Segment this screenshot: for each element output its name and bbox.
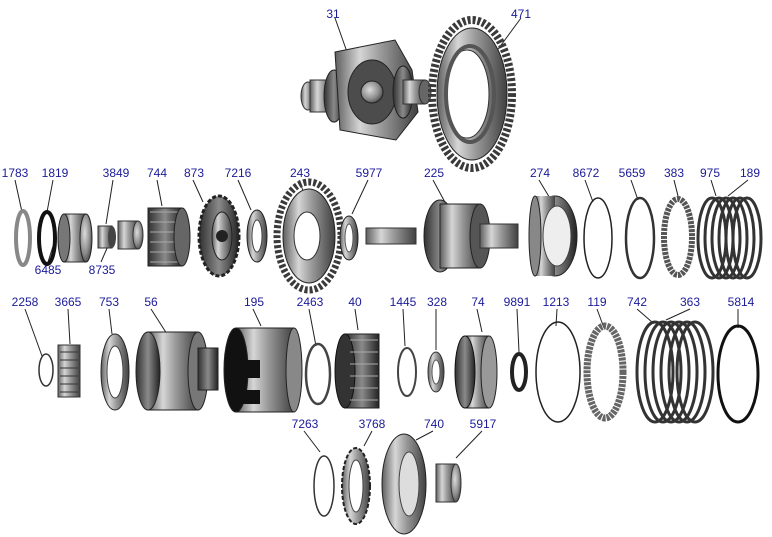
part-7216-bearing-race xyxy=(246,209,268,263)
part-225-shaft-assembly xyxy=(365,199,519,273)
label-2463: 2463 xyxy=(296,295,324,309)
part-1819-black-ring xyxy=(37,210,57,266)
part-119-friction-plate xyxy=(583,322,627,422)
part-383-friction-plate xyxy=(661,196,695,278)
label-189: 189 xyxy=(739,166,761,180)
part-1445-tab-ring xyxy=(397,347,417,397)
label-5917: 5917 xyxy=(469,417,497,431)
label-1213: 1213 xyxy=(542,295,570,309)
label-74: 74 xyxy=(471,295,485,309)
label-740: 740 xyxy=(423,417,445,431)
label-7263: 7263 xyxy=(291,417,319,431)
label-8672: 8672 xyxy=(572,166,600,180)
label-742: 742 xyxy=(626,295,648,309)
part-975-189-clutch-pack xyxy=(696,196,763,280)
part-3665-cage-bearing xyxy=(57,344,81,398)
label-9891: 9891 xyxy=(503,295,531,309)
label-975: 975 xyxy=(699,166,721,180)
part-195-slotted-drum xyxy=(223,327,303,413)
part-74-inner-drum xyxy=(454,335,498,409)
label-5977: 5977 xyxy=(355,166,383,180)
label-3849: 3849 xyxy=(102,166,130,180)
part-1213-snap-ring xyxy=(535,321,581,423)
part-9891-seal xyxy=(510,352,528,392)
part-1783-thin-ring xyxy=(14,209,32,267)
part-5814-black-ring xyxy=(716,324,760,424)
label-7216: 7216 xyxy=(224,166,252,180)
label-873: 873 xyxy=(183,166,205,180)
part-8735-small-bearing xyxy=(117,220,144,250)
label-225: 225 xyxy=(423,166,445,180)
part-753-bearing-race xyxy=(100,333,130,411)
part-31-differential xyxy=(300,39,432,141)
label-40: 40 xyxy=(348,295,362,309)
label-6485: 6485 xyxy=(34,263,62,277)
label-471: 471 xyxy=(510,7,532,21)
part-742-363-clutch-pack xyxy=(635,320,715,424)
label-274: 274 xyxy=(529,166,551,180)
part-40-clutch-hub xyxy=(334,333,380,409)
part-5977-bearing-race xyxy=(339,215,359,261)
label-3665: 3665 xyxy=(54,295,82,309)
label-363: 363 xyxy=(679,295,701,309)
label-1783: 1783 xyxy=(1,166,29,180)
label-1819: 1819 xyxy=(41,166,69,180)
part-274-drum xyxy=(528,195,578,277)
leader-lines xyxy=(14,17,749,459)
label-744: 744 xyxy=(146,166,168,180)
label-753: 753 xyxy=(98,295,120,309)
label-2258: 2258 xyxy=(11,295,39,309)
label-119: 119 xyxy=(587,295,607,309)
label-328: 328 xyxy=(426,295,448,309)
part-56-clutch-drum xyxy=(135,331,219,411)
label-56: 56 xyxy=(144,295,158,309)
label-3768: 3768 xyxy=(358,417,386,431)
part-2258-snap-ring xyxy=(38,353,54,387)
part-873-spur-gear xyxy=(197,194,241,278)
label-383: 383 xyxy=(663,166,685,180)
part-5917-small-bearing xyxy=(435,463,462,503)
label-1445: 1445 xyxy=(389,295,417,309)
label-243: 243 xyxy=(289,166,311,180)
part-243-large-gear xyxy=(273,178,345,294)
part-328-washer xyxy=(427,351,445,393)
part-744-helical-gear xyxy=(147,207,191,267)
part-8672-snap-ring xyxy=(583,197,613,279)
part-6485-bearing xyxy=(57,213,93,263)
label-8735: 8735 xyxy=(88,263,116,277)
part-3768-cage-bearing xyxy=(341,447,371,525)
part-5659-thin-ring xyxy=(624,196,656,280)
part-3849-small-bearing xyxy=(97,225,116,249)
part-7263-snap-ring xyxy=(313,455,335,517)
part-471-ring-gear xyxy=(428,16,516,172)
label-5814: 5814 xyxy=(727,295,755,309)
label-195: 195 xyxy=(243,295,265,309)
part-2463-tab-ring xyxy=(304,342,332,406)
part-740-piston xyxy=(381,433,427,535)
label-31: 31 xyxy=(326,7,340,21)
label-5659: 5659 xyxy=(618,166,646,180)
